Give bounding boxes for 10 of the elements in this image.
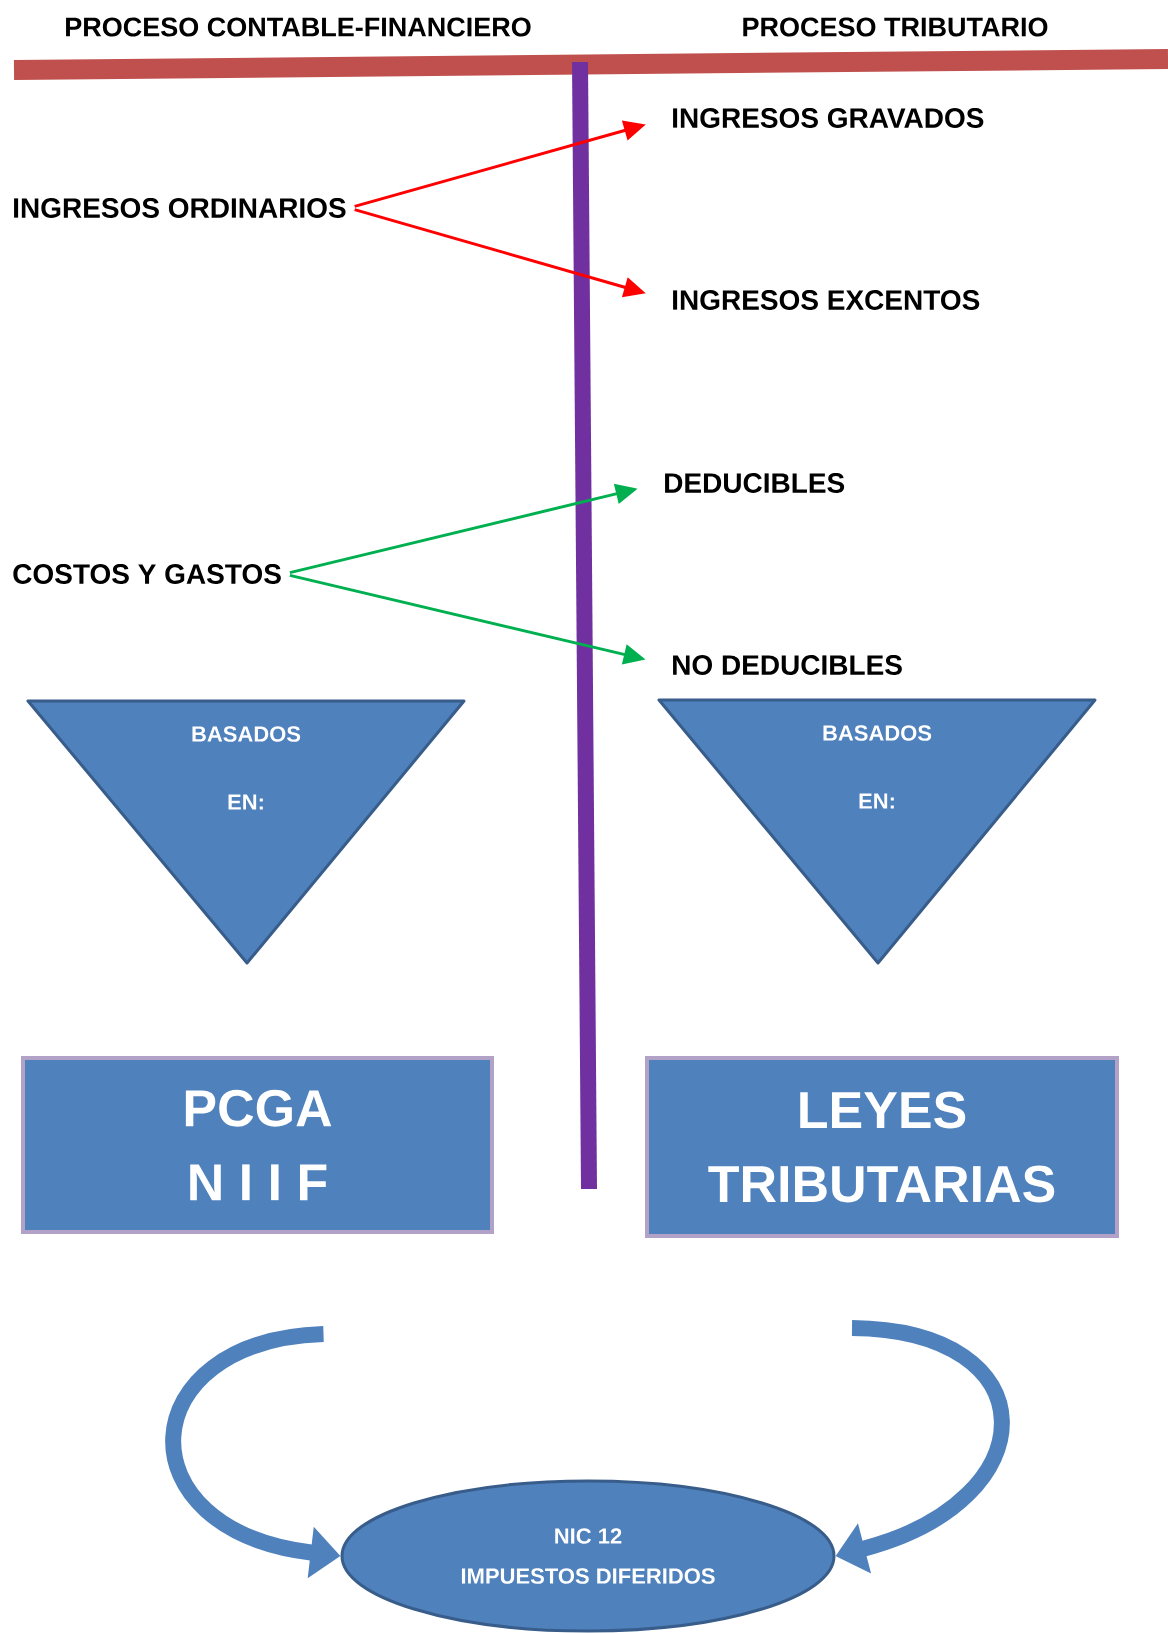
column-heading: PROCESO TRIBUTARIO bbox=[743, 17, 1048, 37]
title-box: LEYES TRIBUTARIAS bbox=[645, 1056, 1119, 1238]
term-label: COSTOS Y GASTOS bbox=[13, 564, 281, 584]
term-label: INGRESOS GRAVADOS bbox=[673, 108, 984, 128]
term-label: INGRESOS EXCENTOS bbox=[673, 290, 980, 310]
term-label: NO DEDUCIBLES bbox=[673, 655, 902, 675]
title-box: PCGA N I I F bbox=[21, 1056, 494, 1234]
term-label: DEDUCIBLES bbox=[665, 473, 845, 493]
term-label: INGRESOS ORDINARIOS bbox=[14, 198, 346, 218]
column-heading: PROCESO CONTABLE-FINANCIERO bbox=[66, 17, 531, 37]
